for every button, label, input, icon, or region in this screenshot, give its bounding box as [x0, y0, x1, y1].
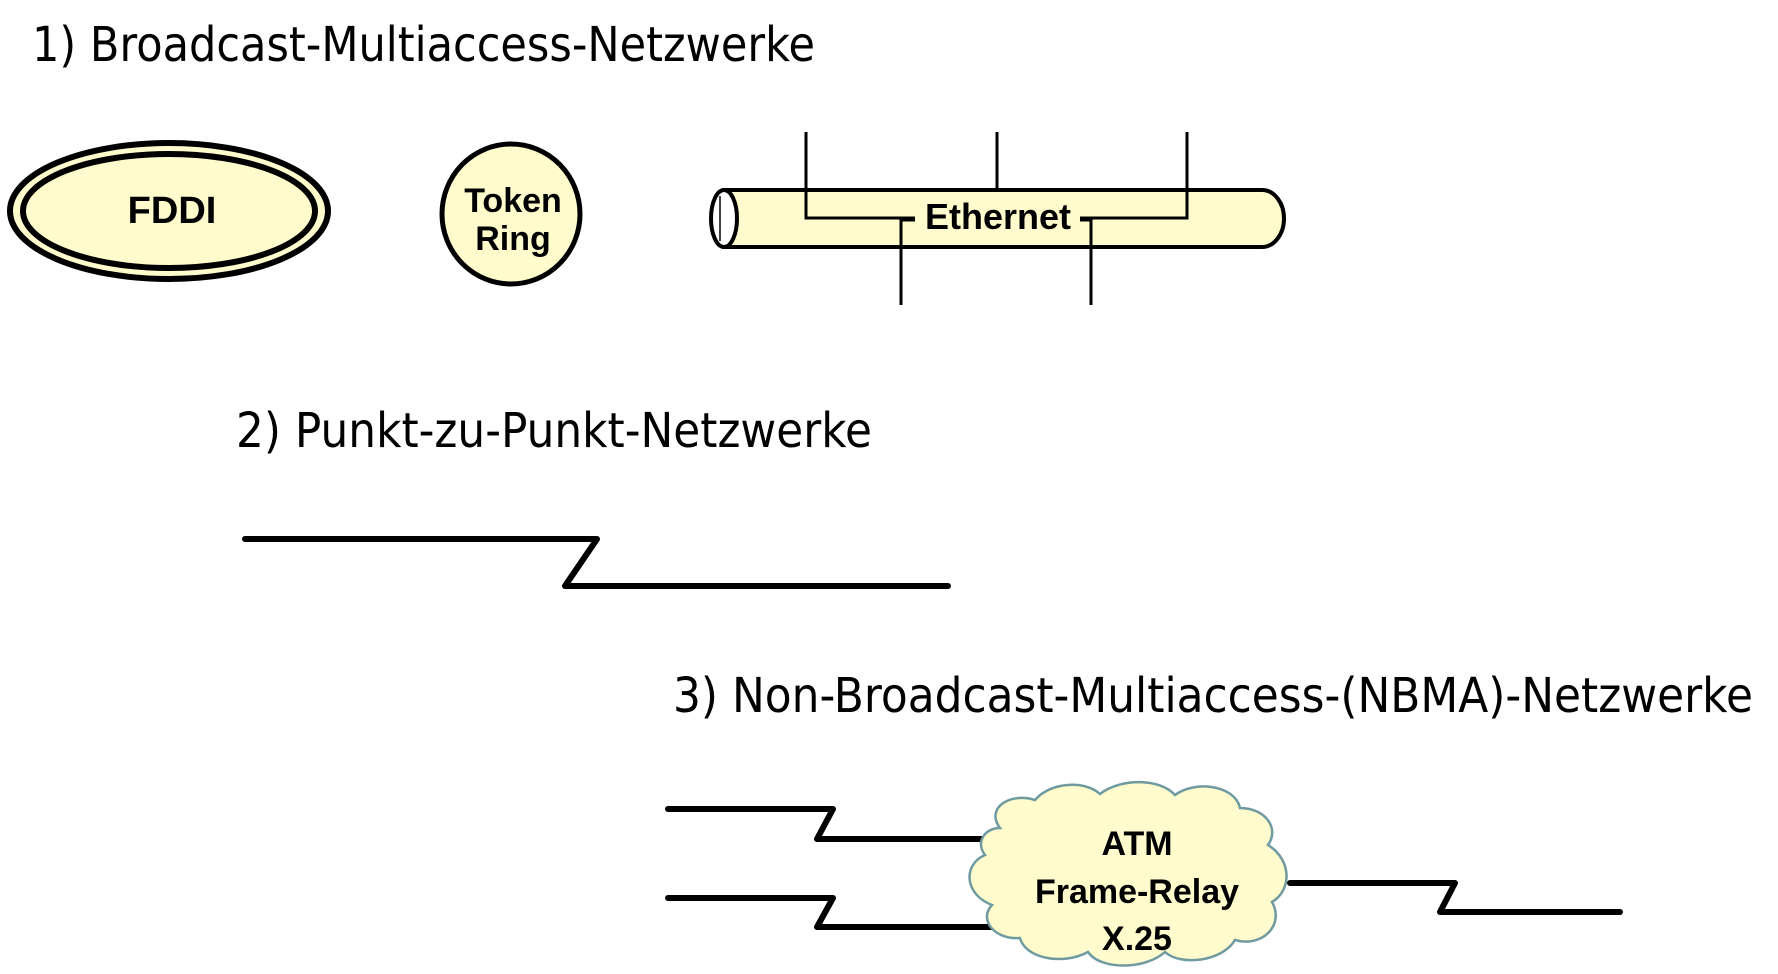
ethernet-tap-top-right	[1080, 132, 1189, 220]
nbma-link-right	[1287, 880, 1623, 915]
ethernet-tap-bottom-right	[1080, 218, 1093, 305]
wan-cloud: ATM Frame-Relay X.25	[968, 780, 1288, 967]
token-ring: Token Ring	[439, 141, 583, 287]
nbma-link-lower-left	[665, 895, 1001, 930]
section-title-point-to-point: 2) Punkt-zu-Punkt-Netzwerke	[236, 403, 872, 459]
nbma-link-upper-left	[665, 806, 1001, 842]
ethernet-bus: Ethernet	[709, 132, 1286, 305]
token-ring-label-line1: Token	[464, 182, 562, 220]
ethernet-cylinder	[722, 188, 1286, 249]
cloud-shape	[968, 780, 1288, 967]
section-title-nbma: 3) Non-Broadcast-Multiaccess-(NBMA)-Netz…	[673, 668, 1753, 724]
ethernet-label: Ethernet	[925, 196, 1071, 237]
token-ring-label-line2: Ring	[475, 220, 551, 258]
fddi-ring: FDDI	[7, 140, 331, 282]
fddi-label: FDDI	[128, 190, 217, 232]
fddi-inner-ring	[20, 151, 318, 271]
cloud-label-frame-relay: Frame-Relay	[1035, 873, 1239, 911]
ethernet-tap-bottom-left	[899, 218, 915, 305]
ethernet-tap-top-left	[804, 132, 915, 220]
cloud-label-atm: ATM	[1101, 825, 1172, 863]
token-ring-circle	[439, 141, 583, 287]
section-title-broadcast: 1) Broadcast-Multiaccess-Netzwerke	[32, 17, 815, 73]
cloud-label-x25: X.25	[1102, 920, 1172, 958]
point-to-point-link	[242, 536, 951, 589]
ethernet-cylinder-end	[709, 188, 739, 249]
